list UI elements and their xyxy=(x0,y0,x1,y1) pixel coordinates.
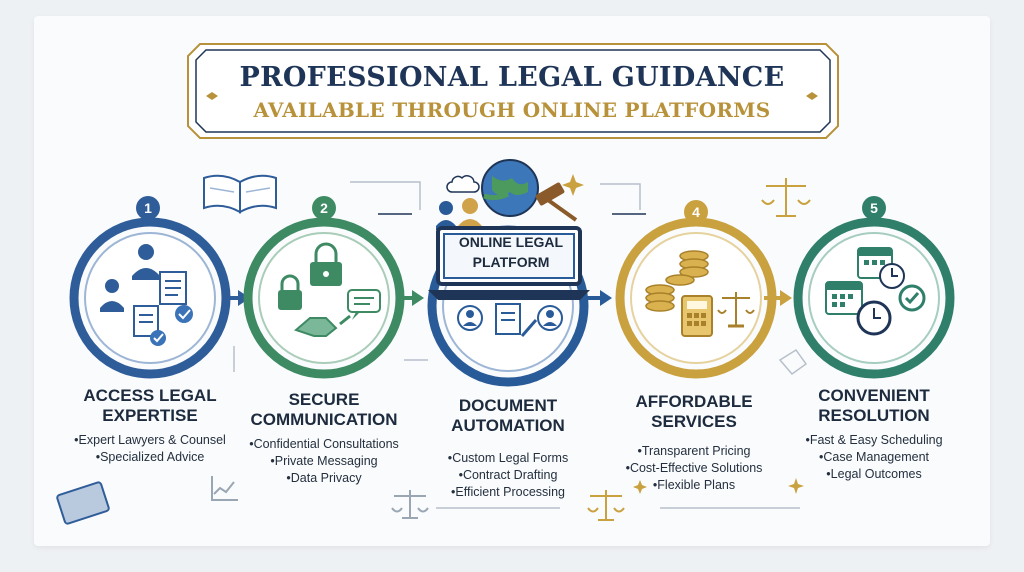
list-item: Transparent Pricing xyxy=(594,443,794,460)
coins-calculator-scales-icon xyxy=(645,250,755,337)
list-item: Confidential Consultations xyxy=(224,436,424,453)
platform-screen-label: ONLINE LEGAL PLATFORM xyxy=(446,232,576,278)
list-item: Specialized Advice xyxy=(50,449,250,466)
list-item: Data Privacy xyxy=(224,470,424,487)
title-banner xyxy=(187,43,839,139)
step-3-circle xyxy=(427,159,590,387)
step-2-number-badge: 2 xyxy=(312,196,336,220)
decor-book-icon xyxy=(56,481,110,525)
step-5-number-badge: 5 xyxy=(862,196,886,220)
step-3-bullets: Custom Legal Forms Contract Drafting Eff… xyxy=(408,450,608,501)
list-item: Flexible Plans xyxy=(594,477,794,494)
step-2-title-line2: COMMUNICATION xyxy=(250,410,398,429)
decor-open-book-icon xyxy=(203,174,277,214)
step-3-title-line2: AUTOMATION xyxy=(451,416,565,435)
step-5-bullets: Fast & Easy Scheduling Case Management L… xyxy=(774,432,974,483)
list-item: Private Messaging xyxy=(224,453,424,470)
step-1-circle xyxy=(69,217,231,379)
step-4-title: AFFORDABLE SERVICES xyxy=(604,392,784,432)
platform-label-line2: PLATFORM xyxy=(472,254,550,270)
step-1-title-line1: ACCESS LEGAL xyxy=(83,386,217,405)
list-item: Cost-Effective Solutions xyxy=(594,460,794,477)
step-1-number-badge: 1 xyxy=(136,196,160,220)
step-4-circle xyxy=(615,217,777,379)
list-item: Legal Outcomes xyxy=(774,466,974,483)
step-5-title-line1: CONVENIENT xyxy=(818,386,930,405)
lock-handshake-icon xyxy=(278,242,381,337)
list-item: Case Management xyxy=(774,449,974,466)
list-item: Expert Lawyers & Counsel xyxy=(50,432,250,449)
step-1-bullets: Expert Lawyers & Counsel Specialized Adv… xyxy=(50,432,250,466)
step-4-title-line1: AFFORDABLE xyxy=(635,392,753,411)
platform-label-line1: ONLINE LEGAL xyxy=(458,234,564,250)
step-4-title-line2: SERVICES xyxy=(651,412,737,431)
list-item: Custom Legal Forms xyxy=(408,450,608,467)
step-3-title-line1: DOCUMENT xyxy=(458,396,558,415)
list-item: Efficient Processing xyxy=(408,484,608,501)
decor-cloud-icon xyxy=(446,175,480,193)
step-4-bullets: Transparent Pricing Cost-Effective Solut… xyxy=(594,443,794,494)
step-4-number-badge: 4 xyxy=(684,200,708,224)
lawyer-documents-icon xyxy=(100,244,193,346)
list-item: Contract Drafting xyxy=(408,467,608,484)
globe-gavel-laptop-icon xyxy=(428,159,590,337)
decor-flow-lines xyxy=(233,181,808,509)
step-2-title: SECURE COMMUNICATION xyxy=(234,390,414,430)
list-item: Fast & Easy Scheduling xyxy=(774,432,974,449)
step-2-bullets: Confidential Consultations Private Messa… xyxy=(224,436,424,487)
step-2-title-line1: SECURE xyxy=(288,390,360,409)
decor-scales-icon-2 xyxy=(587,490,625,521)
step-2-circle xyxy=(243,217,405,379)
step-5-title: CONVENIENT RESOLUTION xyxy=(784,386,964,426)
step-5-title-line2: RESOLUTION xyxy=(818,406,930,425)
step-1-title-line2: EXPERTISE xyxy=(102,406,198,425)
decor-line-chart-icon xyxy=(211,476,238,501)
page-subtitle: AVAILABLE THROUGH ONLINE PLATFORMS xyxy=(253,98,771,122)
decor-scales-icon xyxy=(761,178,811,217)
step-3-title: DOCUMENT AUTOMATION xyxy=(418,396,598,436)
step-1-title: ACCESS LEGAL EXPERTISE xyxy=(60,386,240,426)
step-5-circle xyxy=(793,217,955,379)
page-title: PROFESSIONAL LEGAL GUIDANCE xyxy=(239,62,785,93)
calendar-clock-icon xyxy=(825,247,926,336)
